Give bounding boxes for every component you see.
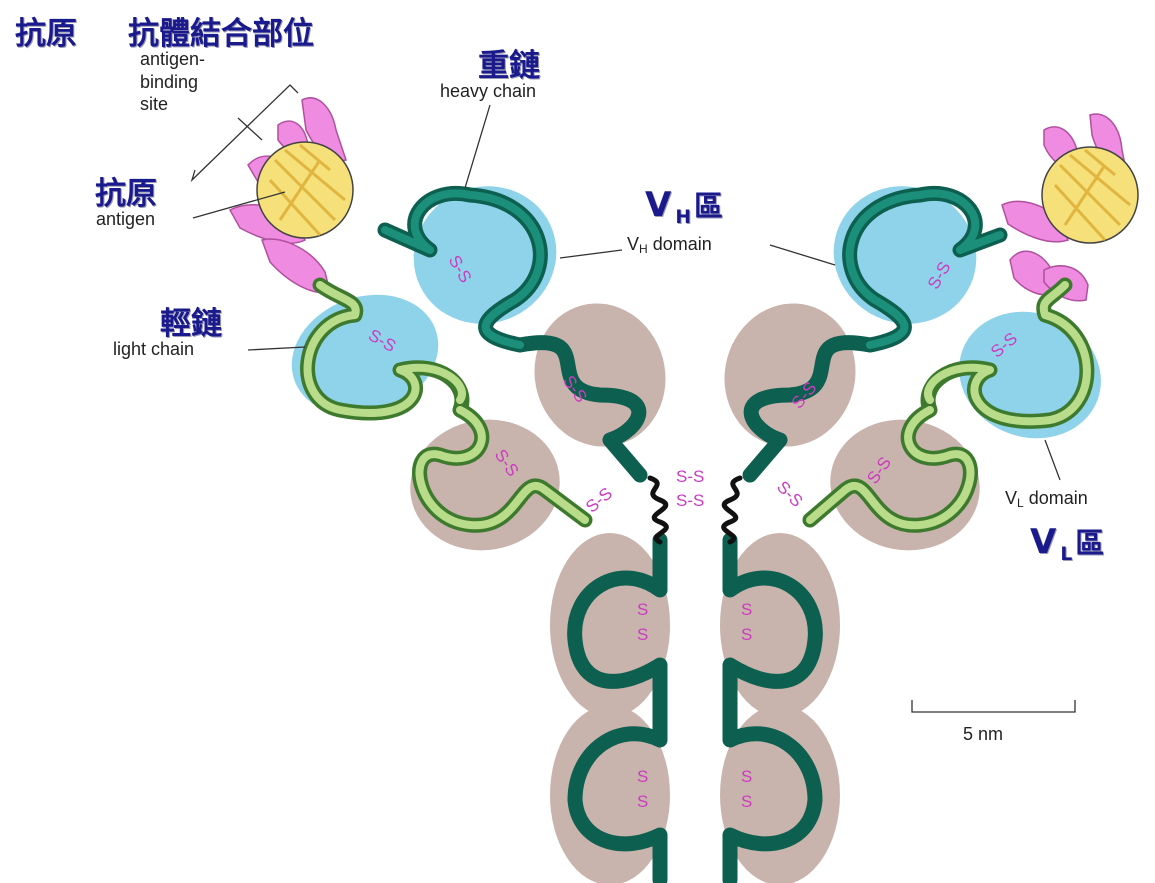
leader-vh-right xyxy=(770,245,835,265)
vh-domain-rest: domain xyxy=(653,234,712,254)
svg-text:S: S xyxy=(741,792,752,811)
label-antigen-en: antigen xyxy=(96,208,155,231)
svg-text:S: S xyxy=(637,792,648,811)
vh-region-sub: H xyxy=(675,207,691,228)
label-binding-site-zh: 抗體結合部位 xyxy=(128,8,314,53)
vl-region-sub: L xyxy=(1060,544,1072,565)
svg-text:S: S xyxy=(741,600,752,619)
vl-domain-v: V xyxy=(1005,488,1017,508)
label-antigen-zh: 抗原 xyxy=(95,168,157,213)
leader-vh-left xyxy=(560,250,622,258)
disulfide-hinge-1: S-S xyxy=(676,467,704,486)
label-heavy-chain-en: heavy chain xyxy=(440,80,536,103)
binding-site-line-1: antigen- xyxy=(140,48,205,71)
vh-region-char: 區 xyxy=(694,189,723,223)
label-light-chain-zh: 輕鏈 xyxy=(160,298,222,343)
ch1-domain-left xyxy=(519,289,682,462)
label-binding-site-en: antigen- binding site xyxy=(140,48,205,116)
constant-domains xyxy=(400,289,990,883)
vh-domain-v: V xyxy=(627,234,639,254)
vh-domain-sub: H xyxy=(639,242,648,256)
leader-binding-site xyxy=(238,118,262,140)
disulfide-interchain-right: S-S xyxy=(773,477,806,510)
scale-bar xyxy=(912,700,1075,712)
vl-region-char: 區 xyxy=(1075,526,1104,560)
antigen-right xyxy=(1042,147,1138,243)
svg-text:S: S xyxy=(741,767,752,786)
hinge-region xyxy=(650,478,740,542)
svg-text:S: S xyxy=(637,600,648,619)
svg-text:S: S xyxy=(637,767,648,786)
label-vl-domain-en: VL domain xyxy=(1005,487,1088,511)
binding-site-line-2: binding xyxy=(140,71,205,94)
leader-heavy-chain xyxy=(465,105,490,188)
label-light-chain-en: light chain xyxy=(113,338,194,361)
vl-region-letter: V xyxy=(1030,522,1056,562)
binding-site-line-3: site xyxy=(140,93,205,116)
vh-region-letter: V xyxy=(645,185,671,225)
ch1-domain-right xyxy=(709,289,872,462)
leader-vl-domain xyxy=(1045,440,1060,480)
svg-text:S: S xyxy=(637,625,648,644)
vl-domain-rest: domain xyxy=(1029,488,1088,508)
label-vh-domain-en: VH domain xyxy=(627,233,712,257)
antigen-left xyxy=(257,142,353,238)
disulfide-interchain-left: S-S xyxy=(582,484,616,517)
label-antigen-top: 抗原 xyxy=(15,8,77,53)
svg-text:S: S xyxy=(741,625,752,644)
vl-domain-sub: L xyxy=(1017,496,1024,510)
disulfide-hinge-2: S-S xyxy=(676,491,704,510)
label-heavy-chain-zh: 重鏈 xyxy=(478,40,540,85)
label-scale: 5 nm xyxy=(963,723,1003,746)
